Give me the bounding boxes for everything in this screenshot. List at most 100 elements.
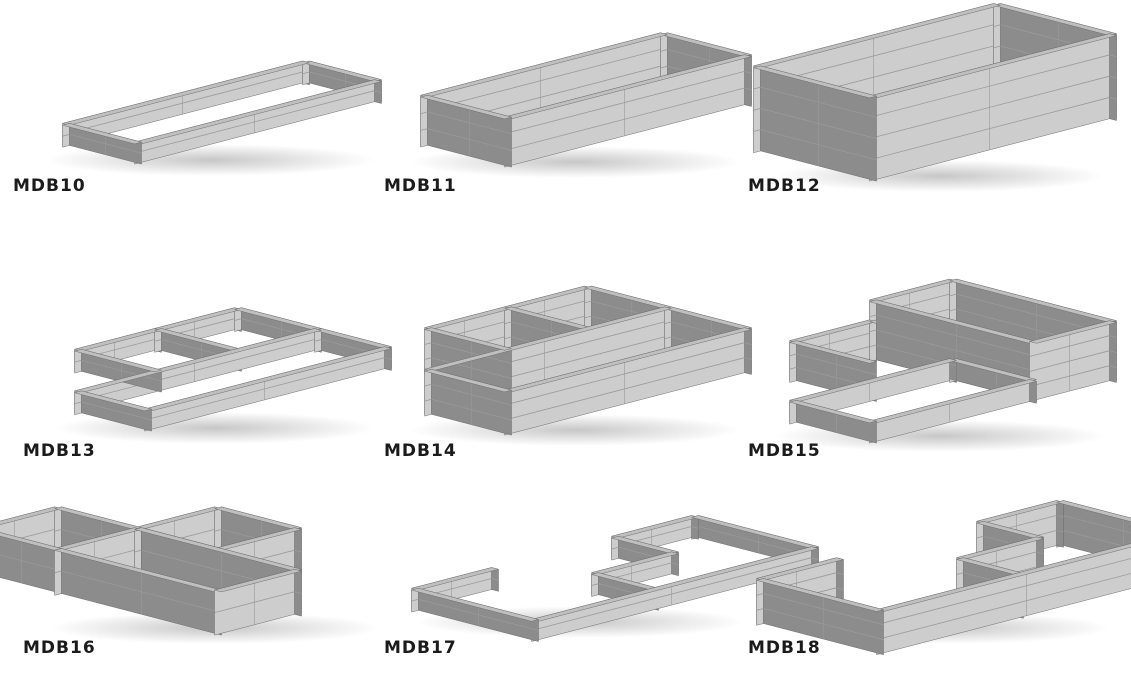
board-seam xyxy=(753,86,761,90)
board-seam xyxy=(134,549,142,553)
bed-panel xyxy=(976,521,1044,539)
bed-panel xyxy=(420,95,428,148)
board-seam xyxy=(949,308,957,312)
board-seam xyxy=(424,383,432,387)
bed-panel xyxy=(789,340,877,364)
board-seam xyxy=(660,65,668,69)
bed-panel xyxy=(789,358,957,403)
board-seam xyxy=(744,70,752,74)
bed-panel xyxy=(424,369,512,393)
board-seam xyxy=(869,314,877,318)
bed-panel xyxy=(664,306,672,354)
label-mdb18: MDB18 xyxy=(748,638,821,658)
bed-panel xyxy=(976,500,1064,524)
bed-panel xyxy=(591,551,679,575)
board-seam xyxy=(214,529,222,532)
board-seam xyxy=(591,583,599,586)
board-seam xyxy=(54,529,62,532)
bed-panel xyxy=(1029,320,1117,344)
board-seam xyxy=(869,344,877,348)
label-mdb16: MDB16 xyxy=(23,638,96,658)
bed-panel xyxy=(411,567,499,591)
bed-panel xyxy=(949,358,1037,382)
bed-mdb18 xyxy=(756,500,1131,655)
bed-panel xyxy=(611,536,679,554)
board-seam xyxy=(411,598,419,602)
board-seam xyxy=(976,535,984,539)
board-seam xyxy=(691,526,699,529)
board-seam xyxy=(294,591,302,594)
bed-panel xyxy=(753,65,877,99)
bed-mdb12 xyxy=(753,3,1117,192)
bed-panel xyxy=(789,319,877,343)
bed-panel xyxy=(869,278,957,302)
label-mdb13: MDB13 xyxy=(23,441,96,461)
board-seam xyxy=(664,336,672,340)
board-seam xyxy=(836,572,844,575)
board-seam xyxy=(504,336,512,340)
bed-panel xyxy=(756,578,884,612)
bed-panel xyxy=(74,349,162,373)
board-seam xyxy=(424,342,432,345)
bed-panel xyxy=(420,32,668,98)
bed-mdb17 xyxy=(411,515,819,642)
bed-panel xyxy=(62,123,142,145)
bed-panel xyxy=(424,327,512,351)
board-seam xyxy=(1109,97,1117,100)
bed-mdb15 xyxy=(775,278,1117,452)
board-seam xyxy=(1109,75,1117,79)
board-seam xyxy=(234,318,242,321)
board-seam xyxy=(956,572,964,575)
board-seam xyxy=(1109,54,1117,58)
bed-panel xyxy=(836,557,844,605)
board-seam xyxy=(74,359,82,363)
bed-panel xyxy=(74,328,322,393)
bed-panel xyxy=(1056,500,1131,522)
bed-panel xyxy=(993,3,1117,36)
board-seam xyxy=(756,608,764,611)
board-seam xyxy=(1056,530,1064,533)
board-seam xyxy=(660,49,668,52)
board-seam xyxy=(993,24,1001,27)
board-seam xyxy=(62,133,70,137)
bed-mdb13 xyxy=(55,307,392,444)
bed-panel xyxy=(789,340,797,383)
bed-panel xyxy=(504,306,512,354)
board-seam xyxy=(611,546,619,550)
bed-panel xyxy=(744,54,752,107)
bed-panel xyxy=(424,306,512,330)
board-seam xyxy=(756,593,764,596)
board-seam xyxy=(294,549,302,553)
board-seam xyxy=(1036,551,1044,555)
board-seam xyxy=(314,339,322,342)
board-seam xyxy=(302,71,310,75)
label-mdb12: MDB12 xyxy=(748,176,821,196)
bed-panel xyxy=(424,369,432,417)
bed-panel xyxy=(956,536,1044,560)
bed-panel xyxy=(134,527,302,572)
board-seam xyxy=(584,300,592,304)
board-seam xyxy=(384,357,392,360)
bed-panel xyxy=(214,569,302,593)
board-seam xyxy=(811,557,819,560)
board-seam xyxy=(1056,515,1064,518)
board-seam xyxy=(744,87,752,91)
bed-panel xyxy=(424,327,432,375)
board-seam xyxy=(420,111,428,115)
bed-panel xyxy=(949,278,1117,323)
board-seam xyxy=(1109,365,1117,368)
board-seam xyxy=(420,128,428,131)
board-seam xyxy=(491,578,499,581)
bed-panel xyxy=(611,515,699,539)
bed-panel xyxy=(753,3,1001,69)
board-seam xyxy=(74,401,82,405)
bed-panel xyxy=(0,506,62,525)
label-mdb14: MDB14 xyxy=(384,441,457,461)
bed-panel xyxy=(74,328,162,352)
board-seam xyxy=(753,129,761,132)
bed-panel xyxy=(62,60,310,126)
bed-panel xyxy=(691,515,819,549)
bed-panel xyxy=(664,306,752,330)
board-seam xyxy=(664,321,672,325)
